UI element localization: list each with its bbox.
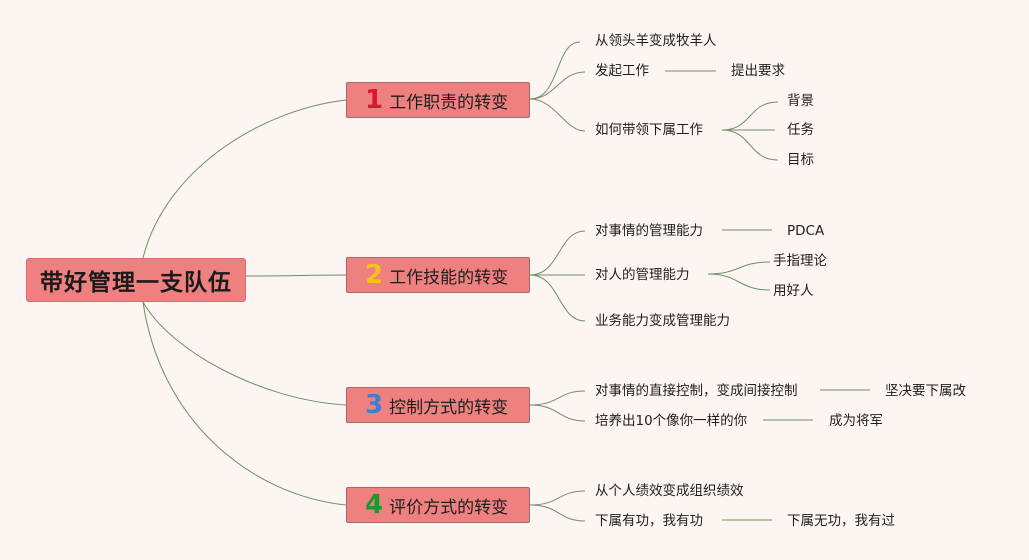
connector-root-branch4 <box>142 301 347 506</box>
connector-b1-i1 <box>529 41 581 100</box>
connector-b4-i2 <box>529 504 586 522</box>
branch-number-4: 4 <box>365 490 384 520</box>
leaf-b1-3-child-2[interactable]: 任务 <box>787 122 814 138</box>
branch-number-2: 2 <box>365 260 384 290</box>
connector-b3-i1 <box>529 390 586 406</box>
leaf-b2-3[interactable]: 业务能力变成管理能力 <box>595 313 730 329</box>
branch-node-4[interactable]: 4 评价方式的转变 <box>346 487 530 523</box>
root-node[interactable]: 带好管理一支队伍 <box>26 258 246 302</box>
connector-b1-i3 <box>529 98 586 132</box>
leaf-b3-2[interactable]: 培养出10个像你一样的你 <box>595 413 748 429</box>
connector-b1-i3-c3 <box>721 129 779 161</box>
connector-b2-i3 <box>529 274 586 322</box>
connector-root-branch1 <box>142 99 347 259</box>
connector-b2-i2-c2 <box>707 273 771 291</box>
branch-number-3: 3 <box>365 390 384 420</box>
branch-label-1: 工作职责的转变 <box>389 92 509 113</box>
leaf-b1-3-child-1[interactable]: 背景 <box>787 93 814 109</box>
connector-b2-i1 <box>529 230 586 276</box>
leaf-b4-2[interactable]: 下属有功，我有功 <box>595 513 703 529</box>
connector-b2-i2-c1 <box>707 261 771 275</box>
branch-label-4: 评价方式的转变 <box>389 497 509 518</box>
branch-number-1: 1 <box>365 85 384 115</box>
leaf-b1-3-child-3[interactable]: 目标 <box>787 152 814 168</box>
leaf-b3-1-child[interactable]: 坚决要下属改 <box>885 383 966 399</box>
branch-node-3[interactable]: 3 控制方式的转变 <box>346 387 530 423</box>
leaf-b2-1-child[interactable]: PDCA <box>787 223 825 239</box>
connector-root-branch3 <box>142 301 347 406</box>
connector-b1-i3-c1 <box>721 101 779 131</box>
leaf-b3-1[interactable]: 对事情的直接控制，变成间接控制 <box>595 383 798 399</box>
branch-node-2[interactable]: 2 工作技能的转变 <box>346 257 530 293</box>
leaf-b3-2-child[interactable]: 成为将军 <box>829 413 883 429</box>
connector-b3-i2 <box>529 404 586 422</box>
branch-label-2: 工作技能的转变 <box>389 267 509 288</box>
leaf-b4-1[interactable]: 从个人绩效变成组织绩效 <box>595 483 744 499</box>
branch-label-3: 控制方式的转变 <box>389 397 509 418</box>
leaf-b2-2[interactable]: 对人的管理能力 <box>595 267 690 283</box>
leaf-b2-1[interactable]: 对事情的管理能力 <box>595 223 703 239</box>
branch-node-1[interactable]: 1 工作职责的转变 <box>346 82 530 118</box>
leaf-b1-3[interactable]: 如何带领下属工作 <box>595 122 703 138</box>
root-label: 带好管理一支队伍 <box>40 270 232 296</box>
connector-root-branch2 <box>245 274 347 277</box>
leaf-b2-2-child-2[interactable]: 用好人 <box>773 283 814 299</box>
connector-b1-i2 <box>529 71 586 100</box>
leaf-b1-2[interactable]: 发起工作 <box>595 63 649 79</box>
leaf-b4-2-child[interactable]: 下属无功，我有过 <box>787 513 895 529</box>
connector-b4-i1 <box>529 490 586 506</box>
leaf-b1-1[interactable]: 从领头羊变成牧羊人 <box>595 33 717 49</box>
leaf-b1-2-child[interactable]: 提出要求 <box>731 63 785 79</box>
leaf-b2-2-child-1[interactable]: 手指理论 <box>773 253 827 269</box>
